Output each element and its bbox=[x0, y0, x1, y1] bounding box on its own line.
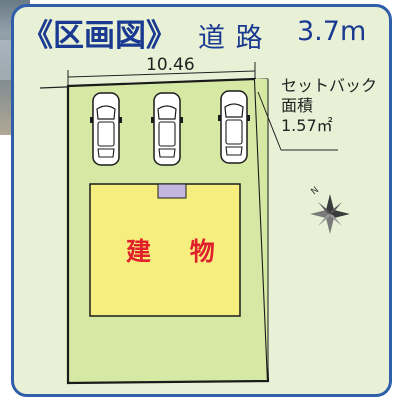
setback-title: セットバック bbox=[281, 76, 378, 95]
entrance-mark bbox=[157, 183, 187, 199]
page-title: 《区画図》 bbox=[22, 18, 177, 54]
compass-north-label: N bbox=[310, 185, 322, 197]
setback-leader bbox=[257, 91, 282, 151]
building-outline bbox=[89, 183, 241, 317]
parking-car bbox=[90, 92, 122, 166]
dimension-line bbox=[67, 70, 256, 78]
parking-car bbox=[151, 92, 183, 166]
road-width: 3.7m bbox=[297, 16, 367, 47]
setback-area bbox=[255, 79, 268, 381]
frontage-dimension: 10.46 bbox=[146, 55, 195, 75]
setback-area-value: 1.57㎡ bbox=[281, 116, 333, 135]
setback-area-label: 面積 bbox=[281, 96, 314, 115]
compass-icon: N bbox=[310, 185, 350, 234]
parking-car bbox=[218, 90, 250, 164]
building-label: 建 物 bbox=[126, 237, 230, 266]
setback-label: セットバック 面積 1.57㎡ bbox=[281, 76, 377, 136]
road-label: 道 路 bbox=[198, 23, 264, 54]
